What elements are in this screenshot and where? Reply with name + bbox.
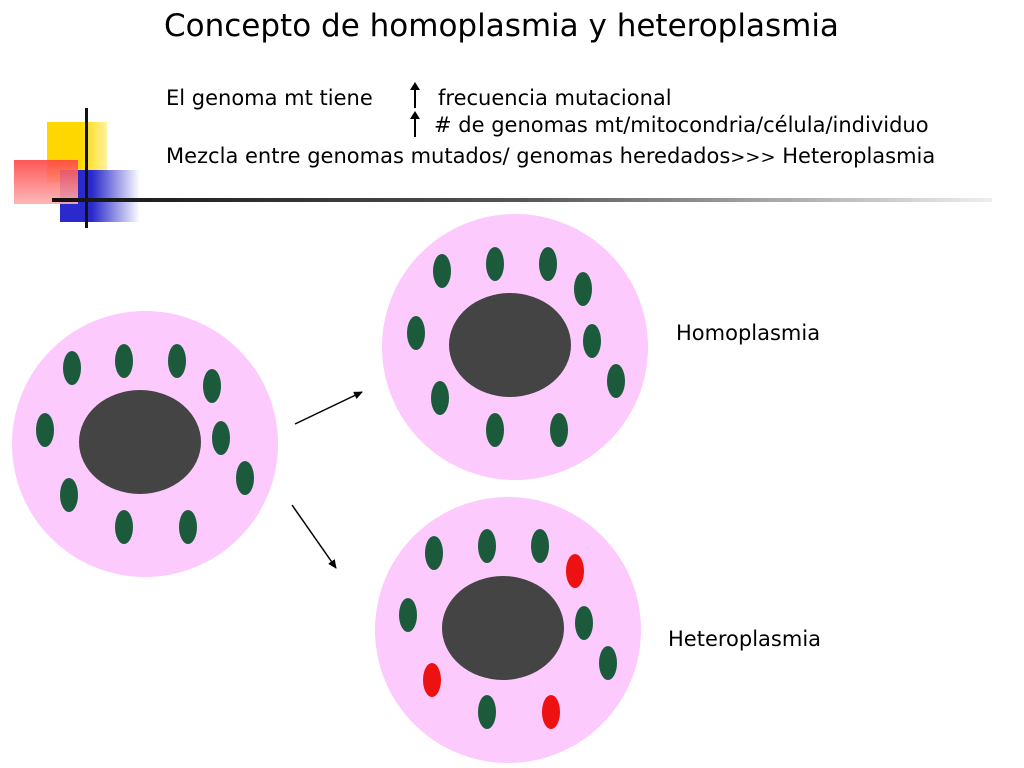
normal-mitochondrion [599, 646, 617, 680]
deco-red-square [14, 160, 78, 204]
line2-suffix: # de genomas mt/mitocondria/célula/indiv… [434, 113, 929, 137]
normal-mitochondrion [583, 324, 601, 358]
line3-end: Heteroplasmia [782, 144, 936, 168]
diagonal-arrow-icon [294, 391, 363, 425]
normal-mitochondrion [115, 344, 133, 378]
parent-mitochondria [36, 344, 254, 544]
line3-main: Mezcla entre genomas mutados/ genomas he… [166, 144, 731, 168]
heteroplasmia-cell-nucleus [442, 576, 564, 680]
mutant-mitochondrion [542, 695, 560, 729]
homoplasmia-cell-nucleus [449, 293, 571, 397]
diagonal-arrow-icon [291, 504, 337, 569]
normal-mitochondrion [433, 254, 451, 288]
mutant-mitochondrion [423, 663, 441, 697]
line1-suffix: frecuencia mutacional [438, 86, 672, 110]
normal-mitochondrion [212, 421, 230, 455]
slide-title: Concepto de homoplasmia y heteroplasmia [164, 8, 839, 44]
normal-mitochondrion [179, 510, 197, 544]
normal-mitochondrion [236, 461, 254, 495]
normal-mitochondrion [63, 351, 81, 385]
deco-horizontal-rule [52, 198, 992, 202]
normal-mitochondrion [478, 529, 496, 563]
normal-mitochondrion [60, 478, 78, 512]
parent-cell [12, 311, 278, 577]
line1-prefix: El genoma mt tiene [166, 86, 373, 110]
normal-mitochondrion [607, 364, 625, 398]
heteroplasmia-mitochondria [399, 529, 617, 729]
normal-mitochondrion [486, 413, 504, 447]
normal-mitochondrion [531, 529, 549, 563]
normal-mitochondrion [168, 344, 186, 378]
line3-text: Mezcla entre genomas mutados/ genomas he… [166, 146, 935, 167]
normal-mitochondrion [486, 247, 504, 281]
homoplasmia-cell [382, 214, 648, 480]
line3-arrows: >>> [730, 147, 776, 168]
normal-mitochondrion [575, 606, 593, 640]
normal-mitochondrion [115, 510, 133, 544]
normal-mitochondrion [550, 413, 568, 447]
up-arrow-icon [410, 111, 420, 137]
heteroplasmia-cell [375, 497, 641, 763]
normal-mitochondrion [399, 598, 417, 632]
deco-vertical-line [85, 108, 88, 228]
normal-mitochondrion [574, 272, 592, 306]
homoplasmia-mitochondria [407, 247, 625, 447]
mutant-mitochondrion [566, 554, 584, 588]
normal-mitochondrion [407, 316, 425, 350]
homoplasmia-label: Homoplasmia [676, 321, 821, 345]
normal-mitochondrion [478, 695, 496, 729]
normal-mitochondrion [425, 536, 443, 570]
normal-mitochondrion [431, 381, 449, 415]
normal-mitochondrion [539, 247, 557, 281]
heteroplasmia-label: Heteroplasmia [668, 627, 822, 651]
normal-mitochondrion [203, 369, 221, 403]
up-arrow-icon [410, 82, 420, 108]
normal-mitochondrion [36, 413, 54, 447]
parent-cell-nucleus [79, 390, 201, 494]
